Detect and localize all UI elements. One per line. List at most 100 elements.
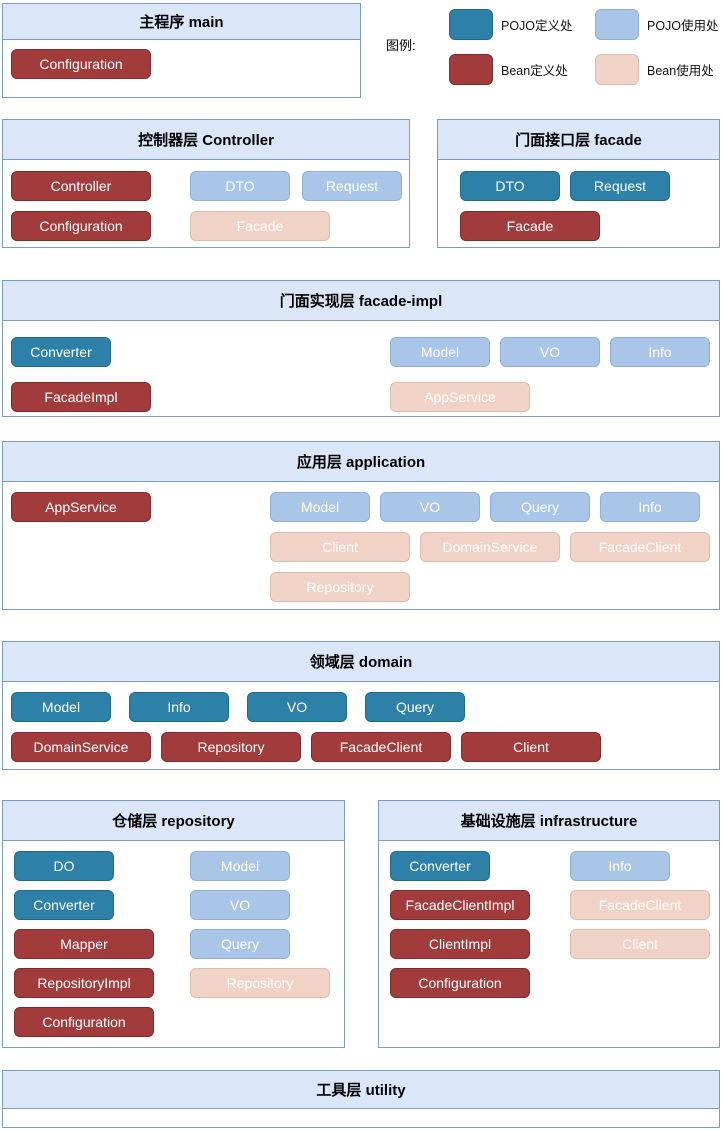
box-dto: DTO xyxy=(460,171,560,201)
box-converter: Converter xyxy=(390,851,490,881)
box-group-right: Model xyxy=(190,851,290,881)
layer-row: Configuration xyxy=(11,49,360,79)
box-group-right: VO xyxy=(190,890,290,920)
box-group-left: RepositoryImpl xyxy=(14,968,344,998)
legend-item-label: Bean使用处 xyxy=(647,64,714,78)
layer-title-facade: 门面接口层 facade xyxy=(438,120,719,160)
box-model: Model xyxy=(190,851,290,881)
box-group-right: Facade xyxy=(190,211,330,241)
box-request: Request xyxy=(302,171,402,201)
box-controller: Controller xyxy=(11,171,151,201)
box-vo: VO xyxy=(380,492,480,522)
box-info: Info xyxy=(600,492,700,522)
box-group-left: Configuration xyxy=(11,49,360,79)
box-group-left: Configuration xyxy=(14,1007,344,1037)
legend-swatch-pojo-usage xyxy=(595,9,639,40)
layer-row: Repository xyxy=(11,572,719,602)
box-group-left: Controller xyxy=(11,171,409,201)
box-group-left: Converter xyxy=(390,851,719,881)
box-repository: Repository xyxy=(161,732,301,762)
layer-utility: 工具层 utility xyxy=(2,1070,720,1128)
box-facadeclient: FacadeClient xyxy=(311,732,451,762)
box-query: Query xyxy=(365,692,465,722)
layer-row: FacadeImpl AppService xyxy=(11,382,719,412)
layer-row: Client DomainService FacadeClient xyxy=(11,532,719,562)
box-group-right: Info xyxy=(570,851,670,881)
box-group-left: Configuration xyxy=(390,968,719,998)
box-group-left: Facade xyxy=(460,211,719,241)
layer-title-domain: 领域层 domain xyxy=(3,642,719,682)
box-repository: Repository xyxy=(190,968,330,998)
legend-item-pojo-definition: POJO定义处 xyxy=(449,9,595,40)
layer-row: DTO Request xyxy=(460,171,719,201)
box-appservice: AppService xyxy=(390,382,530,412)
box-client: Client xyxy=(270,532,410,562)
layer-main: 主程序 main Configuration xyxy=(2,3,361,98)
box-facadeclient: FacadeClient xyxy=(570,532,710,562)
layer-title-infrastructure: 基础设施层 infrastructure xyxy=(379,801,719,841)
box-info: Info xyxy=(129,692,229,722)
box-clientimpl: ClientImpl xyxy=(390,929,530,959)
box-group-left: Mapper xyxy=(14,929,344,959)
box-group-left: FacadeClientImpl xyxy=(390,890,719,920)
box-configuration: Configuration xyxy=(11,211,151,241)
legend-title: 图例: xyxy=(386,38,416,53)
box-vo: VO xyxy=(247,692,347,722)
box-request: Request xyxy=(570,171,670,201)
box-group-right: Repository xyxy=(190,968,330,998)
box-facadeimpl: FacadeImpl xyxy=(11,382,151,412)
legend-item-bean-definition: Bean定义处 xyxy=(449,54,595,85)
layer-title-repository: 仓储层 repository xyxy=(3,801,344,841)
box-group-right: Query xyxy=(190,929,290,959)
box-vo: VO xyxy=(190,890,290,920)
box-group-right: DTO Request xyxy=(190,171,402,201)
box-facadeclient: FacadeClient xyxy=(570,890,710,920)
box-group-left: Configuration xyxy=(11,211,409,241)
box-configuration: Configuration xyxy=(14,1007,154,1037)
box-group-right: Repository xyxy=(270,572,410,602)
legend-item-label: Bean定义处 xyxy=(501,64,568,78)
legend-items: POJO定义处 POJO使用处 Bean定义处 Bean使用处 xyxy=(449,9,722,85)
legend: 图例: POJO定义处 POJO使用处 Bean定义处 Bean使用处 xyxy=(386,9,720,89)
box-do: DO xyxy=(14,851,114,881)
layer-title-main: 主程序 main xyxy=(3,4,360,40)
layer-title-application: 应用层 application xyxy=(3,442,719,482)
layer-row: RepositoryImpl Repository xyxy=(14,968,344,998)
box-converter: Converter xyxy=(11,337,111,367)
box-client: Client xyxy=(461,732,601,762)
box-repositoryimpl: RepositoryImpl xyxy=(14,968,154,998)
layer-title-controller: 控制器层 Controller xyxy=(3,120,409,160)
layer-row: Controller DTO Request xyxy=(11,171,409,201)
box-group-left: DO xyxy=(14,851,344,881)
box-model: Model xyxy=(270,492,370,522)
legend-item-label: POJO使用处 xyxy=(647,19,719,33)
box-repository: Repository xyxy=(270,572,410,602)
layer-row: Facade xyxy=(460,211,719,241)
box-info: Info xyxy=(570,851,670,881)
box-dto: DTO xyxy=(190,171,290,201)
box-group-left: Converter xyxy=(11,337,719,367)
layer-row: Converter Info xyxy=(390,851,719,881)
box-client: Client xyxy=(570,929,710,959)
layer-body-utility xyxy=(3,1109,719,1119)
legend-swatch-bean-definition xyxy=(449,54,493,85)
box-domainservice: DomainService xyxy=(420,532,560,562)
box-query: Query xyxy=(190,929,290,959)
